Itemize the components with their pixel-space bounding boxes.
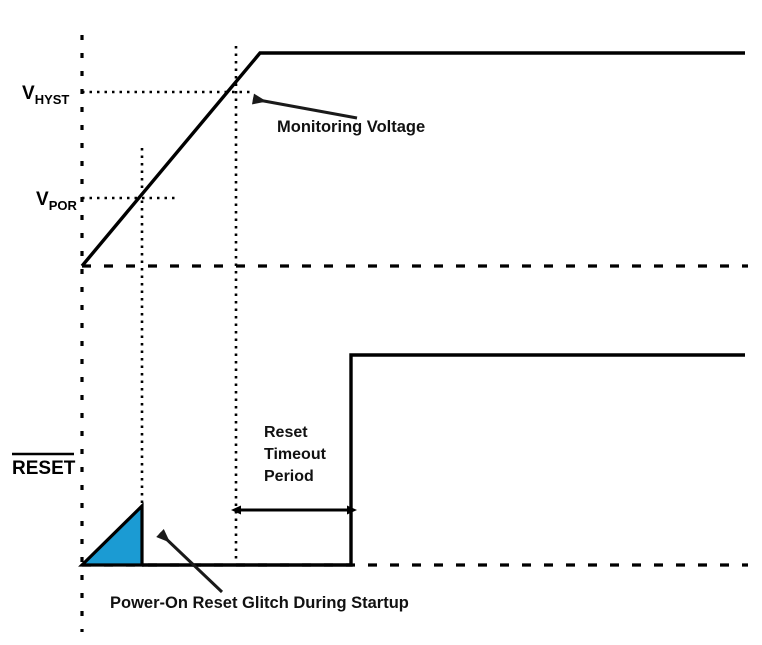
power-on-reset-glitch-leader (156, 529, 224, 594)
power-on-reset-glitch-annotation: Power-On Reset Glitch During Startup (110, 594, 409, 612)
v-por-label-base: V (36, 189, 49, 210)
reset-signal-label: RESET (12, 458, 76, 479)
v-hyst-label: VHYST (22, 83, 69, 107)
v-hyst-label-base: V (22, 83, 35, 104)
monitoring-voltage-annotation: Monitoring Voltage (277, 118, 425, 136)
reset-timeout-line-2: Timeout (264, 446, 327, 463)
reset-output-trace (142, 353, 745, 567)
reset-timeout-line-3: Period (264, 468, 314, 485)
monitoring-voltage-trace (80, 51, 745, 268)
monitoring-voltage-leader (252, 93, 358, 120)
v-por-label: VPOR (36, 189, 77, 213)
v-por-label-subscript: POR (49, 198, 78, 213)
power-on-reset-glitch-pulse (78, 502, 144, 567)
reset-timeout-line-1: Reset (264, 424, 308, 441)
v-hyst-label-subscript: HYST (35, 92, 70, 107)
